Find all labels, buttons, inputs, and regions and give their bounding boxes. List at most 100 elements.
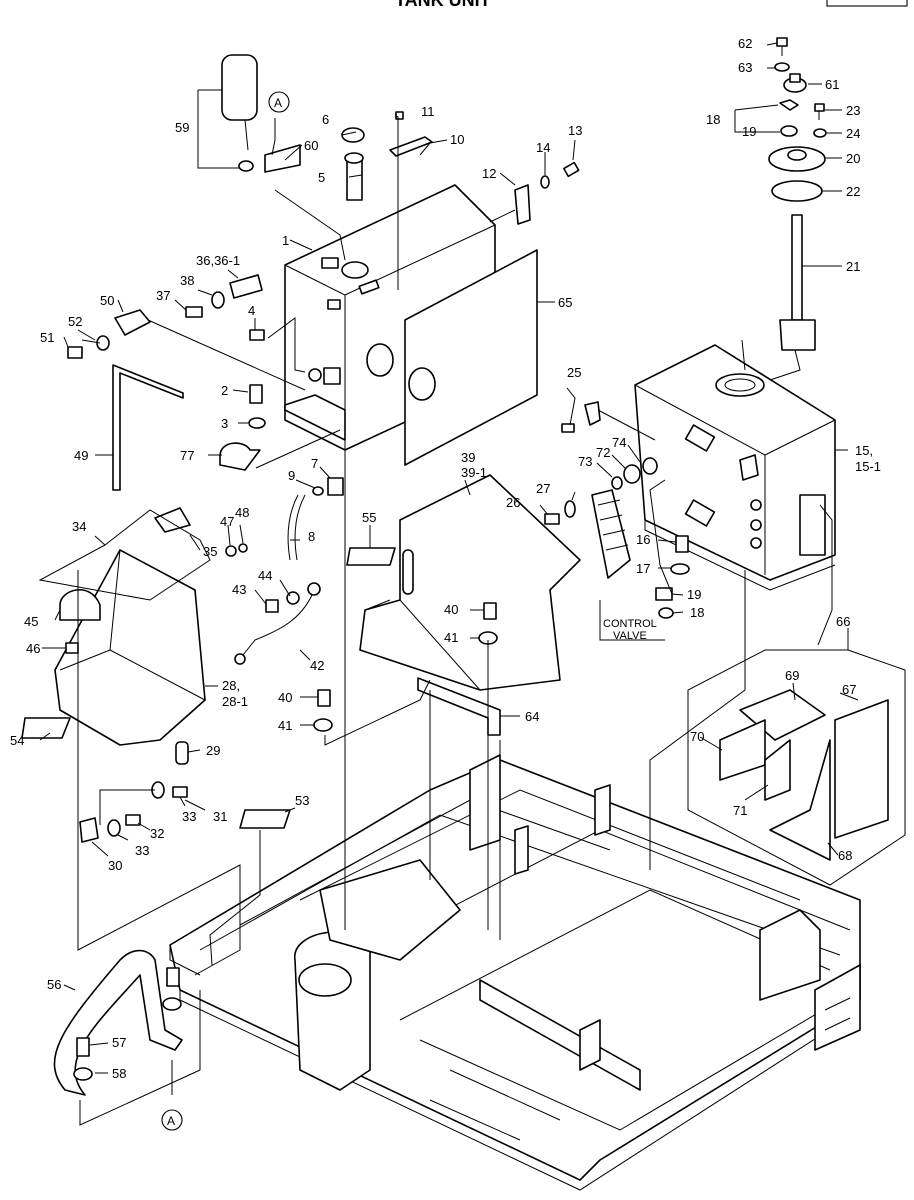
part-label: 50	[100, 293, 114, 308]
part-label: 46	[26, 641, 40, 656]
part-label: 15,	[855, 443, 873, 458]
part-label: 69	[785, 668, 799, 683]
part-label: 40	[444, 602, 458, 617]
part-label: 6	[322, 112, 329, 127]
part-label: 53	[295, 793, 309, 808]
part-label: 15-1	[855, 459, 881, 474]
part-label: 27	[536, 481, 550, 496]
part-label: 32	[150, 826, 164, 841]
part-label: 14	[536, 140, 550, 155]
fasteners	[21, 37, 827, 1096]
cover-group-66	[719, 689, 889, 861]
part-label: 28,	[222, 678, 240, 693]
part-label: 59	[175, 120, 189, 135]
part-label: 72	[596, 445, 610, 460]
cover-plate-65	[404, 249, 538, 466]
part-label: 39-1	[461, 465, 487, 480]
part-label: 10	[450, 132, 464, 147]
part-label: 42	[310, 658, 324, 673]
part-label: 52	[68, 314, 82, 329]
part-label: 5	[318, 170, 325, 185]
part-label: 26	[506, 495, 520, 510]
part-label: 73	[578, 454, 592, 469]
part-label: 48	[235, 505, 249, 520]
page-title: TANK UNIT	[395, 0, 491, 10]
part-label: 54	[10, 733, 24, 748]
part-label: 28-1	[222, 694, 248, 709]
part-label: 41	[444, 630, 458, 645]
part-label: 47	[220, 514, 234, 529]
part-label: 35	[203, 544, 217, 559]
part-label: 29	[206, 743, 220, 758]
part-label: 38	[180, 273, 194, 288]
part-label: 51	[40, 330, 54, 345]
part-label: 20	[846, 151, 860, 166]
part-label: 64	[525, 709, 539, 724]
part-label: 40	[278, 690, 292, 705]
part-label: 18	[706, 112, 720, 127]
part-label: 63	[738, 60, 752, 75]
part-label: 13	[568, 123, 582, 138]
part-label: 22	[846, 184, 860, 199]
part-label: 18	[690, 605, 704, 620]
part-label: 2	[221, 383, 228, 398]
ref-circle-a-bottom	[161, 1109, 183, 1131]
part-label: 60	[304, 138, 318, 153]
part-label: 8	[308, 529, 315, 544]
part-label: 25	[567, 365, 581, 380]
part-label: 17	[636, 561, 650, 576]
part-label: 41	[278, 718, 292, 733]
part-label: 77	[180, 448, 194, 463]
leader-lines	[38, 42, 906, 1126]
part-label: 45	[24, 614, 38, 629]
part-label: 21	[846, 259, 860, 274]
part-label: 62	[738, 36, 752, 51]
part-label: 12	[482, 166, 496, 181]
part-label: 61	[825, 77, 839, 92]
part-label: 33	[135, 843, 149, 858]
part-labels: 62 63 61 18 23 19 24 20 22 21 59 60 6 11…	[10, 36, 881, 1081]
part-label: 1	[282, 233, 289, 248]
part-label: 55	[362, 510, 376, 525]
part-label: 71	[733, 803, 747, 818]
part-label: 30	[108, 858, 122, 873]
part-label: 11	[421, 104, 435, 119]
control-valve-label-2: VALVE	[613, 630, 647, 642]
part-label: 57	[112, 1035, 126, 1050]
cover-39	[359, 474, 581, 691]
upper-frame	[169, 754, 861, 1191]
part-label: 74	[612, 435, 626, 450]
part-label: 19	[687, 587, 701, 602]
part-label: 68	[838, 848, 852, 863]
part-label: 34	[72, 519, 86, 534]
part-label: 58	[112, 1066, 126, 1081]
part-label: 66	[836, 614, 850, 629]
part-label: 33	[182, 809, 196, 824]
seat-stand-28	[54, 549, 206, 746]
part-label: 37	[156, 288, 170, 303]
part-label: 65	[558, 295, 572, 310]
part-label: 3	[221, 416, 228, 431]
part-label: 44	[258, 568, 272, 583]
part-label: 9	[288, 468, 295, 483]
part-label: 39	[461, 450, 475, 465]
part-label: 16	[636, 532, 650, 547]
header-box	[826, 0, 908, 7]
part-label: 36,36-1	[196, 253, 240, 268]
part-label: 31	[213, 809, 227, 824]
ref-a-bottom-label: A	[167, 1114, 175, 1128]
part-label: 49	[74, 448, 88, 463]
part-label: 19	[742, 124, 756, 139]
ref-a-top-label: A	[274, 96, 282, 110]
part-label: 7	[311, 456, 318, 471]
part-label: 43	[232, 582, 246, 597]
part-label: 70	[690, 729, 704, 744]
ref-circle-a-top	[268, 91, 290, 113]
control-valve-label-1: CONTROL	[603, 618, 657, 630]
part-label: 4	[248, 303, 255, 318]
part-label: 23	[846, 103, 860, 118]
part-label: 24	[846, 126, 860, 141]
part-label: 56	[47, 977, 61, 992]
fuel-tank	[634, 344, 836, 591]
